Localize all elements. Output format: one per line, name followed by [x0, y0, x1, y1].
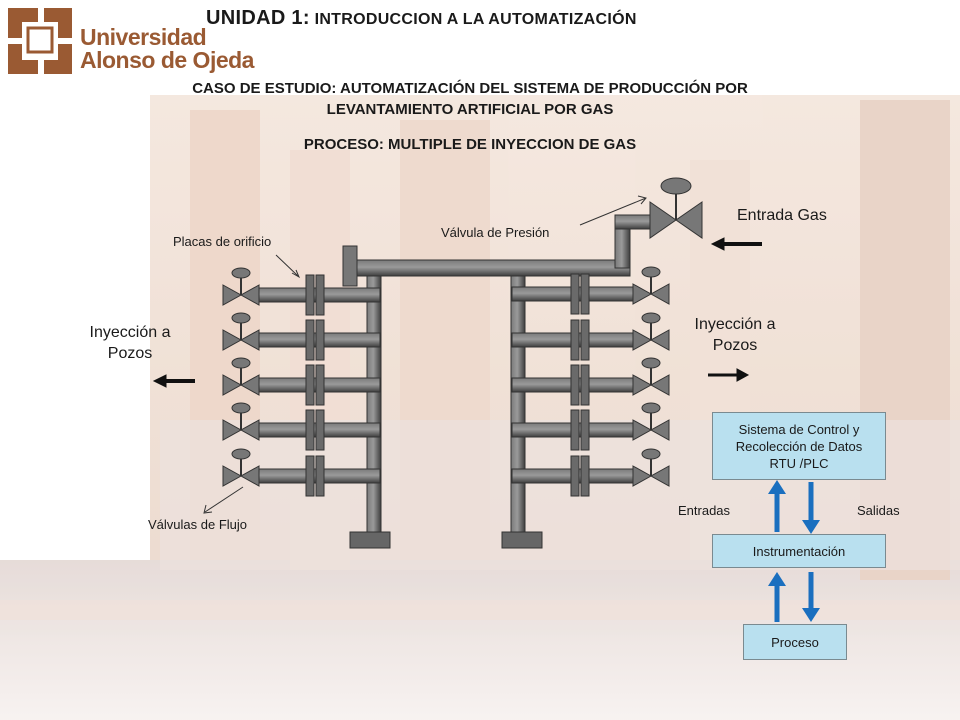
inyeccion-right-line2: Pozos — [712, 337, 758, 354]
right-orifice-plate-icon-3 — [570, 364, 590, 406]
label-valvulas-flujo: Válvulas de Flujo — [148, 517, 247, 532]
inyeccion-right-line1: Inyección a — [694, 316, 776, 333]
right-branch-4 — [511, 402, 670, 451]
right-flow-valve-icon-3 — [632, 357, 670, 396]
pressure-valve-icon — [649, 177, 703, 239]
left-orifice-plate-icon-5 — [305, 455, 325, 497]
label-placas: Placas de orificio — [173, 234, 272, 249]
left-branch-3 — [222, 357, 381, 406]
left-branch-1 — [222, 267, 381, 316]
logo: Universidad Alonso de Ojeda — [80, 26, 254, 72]
control-system-box: Sistema de Control y Recolección de Dato… — [712, 412, 886, 480]
right-branch-2 — [511, 312, 670, 361]
left-orifice-plate-icon-3 — [305, 364, 325, 406]
logo-line2: Alonso de Ojeda — [80, 47, 254, 73]
label-entrada-gas: Entrada Gas — [737, 207, 827, 224]
label-inyeccion-left: Inyección a Pozos — [80, 322, 180, 364]
left-flow-valve-icon-5 — [222, 448, 260, 487]
process-box: Proceso — [743, 624, 847, 660]
leader-lines — [203, 195, 647, 514]
logo-line1: Universidad — [80, 24, 207, 50]
control-line2: Recolección de Datos — [735, 438, 863, 454]
inyeccion-left-line2: Pozos — [107, 345, 153, 362]
right-orifice-plate-icon-4 — [570, 409, 590, 451]
left-branch-5 — [222, 448, 381, 497]
left-flow-valve-icon-4 — [222, 402, 260, 441]
right-branch-1 — [511, 266, 670, 315]
left-orifice-plate-icon-2 — [305, 319, 325, 361]
right-orifice-plate-icon-1 — [570, 273, 590, 315]
title-main: UNIDAD 1: — [206, 7, 310, 29]
process-title: PROCESO: MULTIPLE DE INYECCION DE GAS — [303, 136, 637, 153]
control-line3: RTU /PLC — [769, 455, 829, 471]
left-branch-2 — [222, 312, 381, 361]
control-line1: Sistema de Control y — [738, 421, 860, 437]
right-branch-3 — [511, 357, 670, 406]
left-flow-valve-icon-3 — [222, 357, 260, 396]
label-salidas: Salidas — [857, 503, 900, 518]
inyeccion-left-line1: Inyección a — [89, 324, 171, 341]
right-flow-valve-icon-4 — [632, 402, 670, 441]
right-flow-valve-icon-2 — [632, 312, 670, 351]
right-flow-valve-icon-1 — [632, 266, 670, 305]
logo-icon — [5, 4, 75, 84]
right-flow-valve-icon-5 — [632, 448, 670, 487]
left-flow-valve-icon-1 — [222, 267, 260, 306]
flow-arrows — [768, 480, 820, 622]
left-branches — [222, 267, 381, 497]
instrumentation-box: Instrumentación — [712, 534, 886, 568]
label-entradas: Entradas — [678, 503, 731, 518]
case-study-line1: CASO DE ESTUDIO: AUTOMATIZACIÓN DEL SIST… — [192, 80, 748, 97]
right-branches — [511, 266, 670, 497]
direction-arrows — [152, 237, 762, 388]
right-orifice-plate-icon-5 — [570, 455, 590, 497]
title-sub: INTRODUCCION A LA AUTOMATIZACIÓN — [309, 11, 637, 28]
case-study-title: CASO DE ESTUDIO: AUTOMATIZACIÓN DEL SIST… — [60, 78, 880, 120]
right-branch-5 — [511, 448, 670, 497]
case-study-line2: LEVANTAMIENTO ARTIFICIAL POR GAS — [326, 101, 614, 118]
page-title: UNIDAD 1: INTRODUCCION A LA AUTOMATIZACI… — [206, 7, 637, 30]
label-inyeccion-right: Inyección a Pozos — [680, 314, 790, 356]
label-valvula-presion: Válvula de Presión — [441, 225, 550, 240]
right-orifice-plate-icon-2 — [570, 319, 590, 361]
left-orifice-plate-icon-1 — [305, 274, 325, 316]
left-flow-valve-icon-2 — [222, 312, 260, 351]
left-branch-4 — [222, 402, 381, 451]
left-orifice-plate-icon-4 — [305, 409, 325, 451]
